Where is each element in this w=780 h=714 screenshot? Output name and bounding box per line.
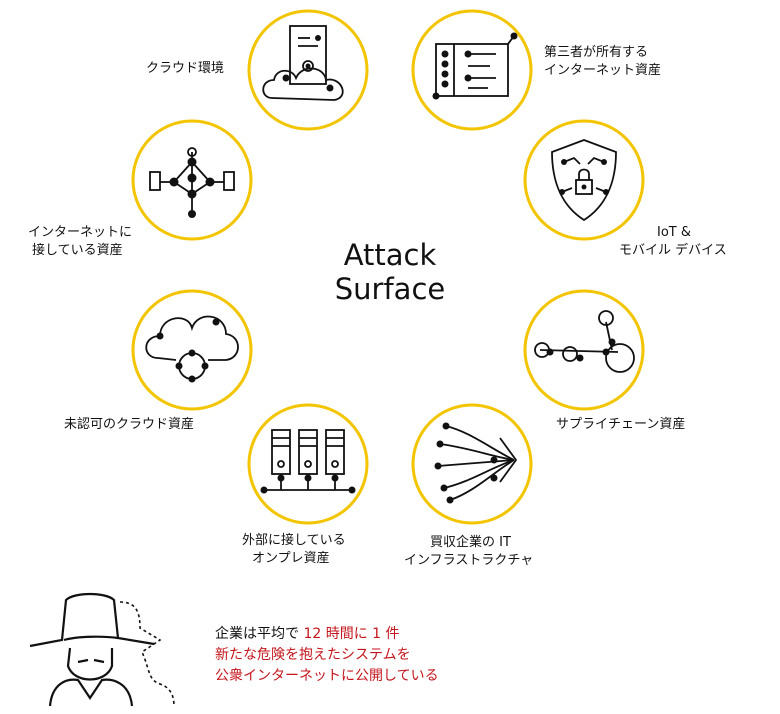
network-panel-icon [411, 9, 533, 131]
merging-arrows-icon [411, 403, 533, 525]
node-third-party-assets [410, 8, 534, 132]
hacker-icon [29, 592, 175, 707]
network-graph-icon [131, 119, 253, 241]
label-iot-mobile: IoT & モバイル デバイス [619, 225, 727, 258]
callout-line-3: 公衆インターネットに公開している [215, 668, 439, 684]
diagram-title: Attack Surface [300, 238, 480, 306]
shield-lock-icon [523, 119, 645, 241]
node-internet-facing [130, 118, 254, 242]
cloud-network-icon [131, 289, 253, 411]
server-racks-icon [247, 403, 369, 525]
title-line-2: Surface [334, 272, 446, 306]
cloud-server-icon [247, 9, 369, 131]
label-internet-facing: インターネットに 接している資産 [28, 225, 133, 258]
node-acquired-it [410, 402, 534, 526]
label-third-party-assets: 第三者が所有する インターネット資産 [544, 45, 662, 78]
callout-frequency: 12 時間に 1 件 [299, 626, 400, 642]
attack-stat-callout: 企業は平均で 12 時間に 1 件 新たな危険を抱えたシステムを 公衆インターネ… [215, 624, 439, 687]
node-supply-chain [522, 288, 646, 412]
node-unauthorized-cloud [130, 288, 254, 412]
label-acquired-it: 買収企業の IT インフラストラクチャ [404, 535, 534, 568]
label-onprem-assets: 外部に接している オンプレ資産 [242, 533, 346, 566]
node-onprem-assets [246, 402, 370, 526]
callout-lead: 企業は平均で [215, 626, 299, 642]
label-supply-chain: サプライチェーン資産 [556, 417, 686, 432]
callout-line-1: 企業は平均で 12 時間に 1 件 [215, 624, 439, 645]
label-unauthorized-cloud: 未認可のクラウド資産 [64, 417, 195, 432]
node-iot-mobile [522, 118, 646, 242]
node-cloud-environment [246, 8, 370, 132]
connected-circles-icon [523, 289, 645, 411]
label-cloud-environment: クラウド環境 [146, 61, 225, 76]
callout-line-2: 新たな危険を抱えたシステムを [215, 647, 411, 663]
title-line-1: Attack [343, 238, 437, 272]
